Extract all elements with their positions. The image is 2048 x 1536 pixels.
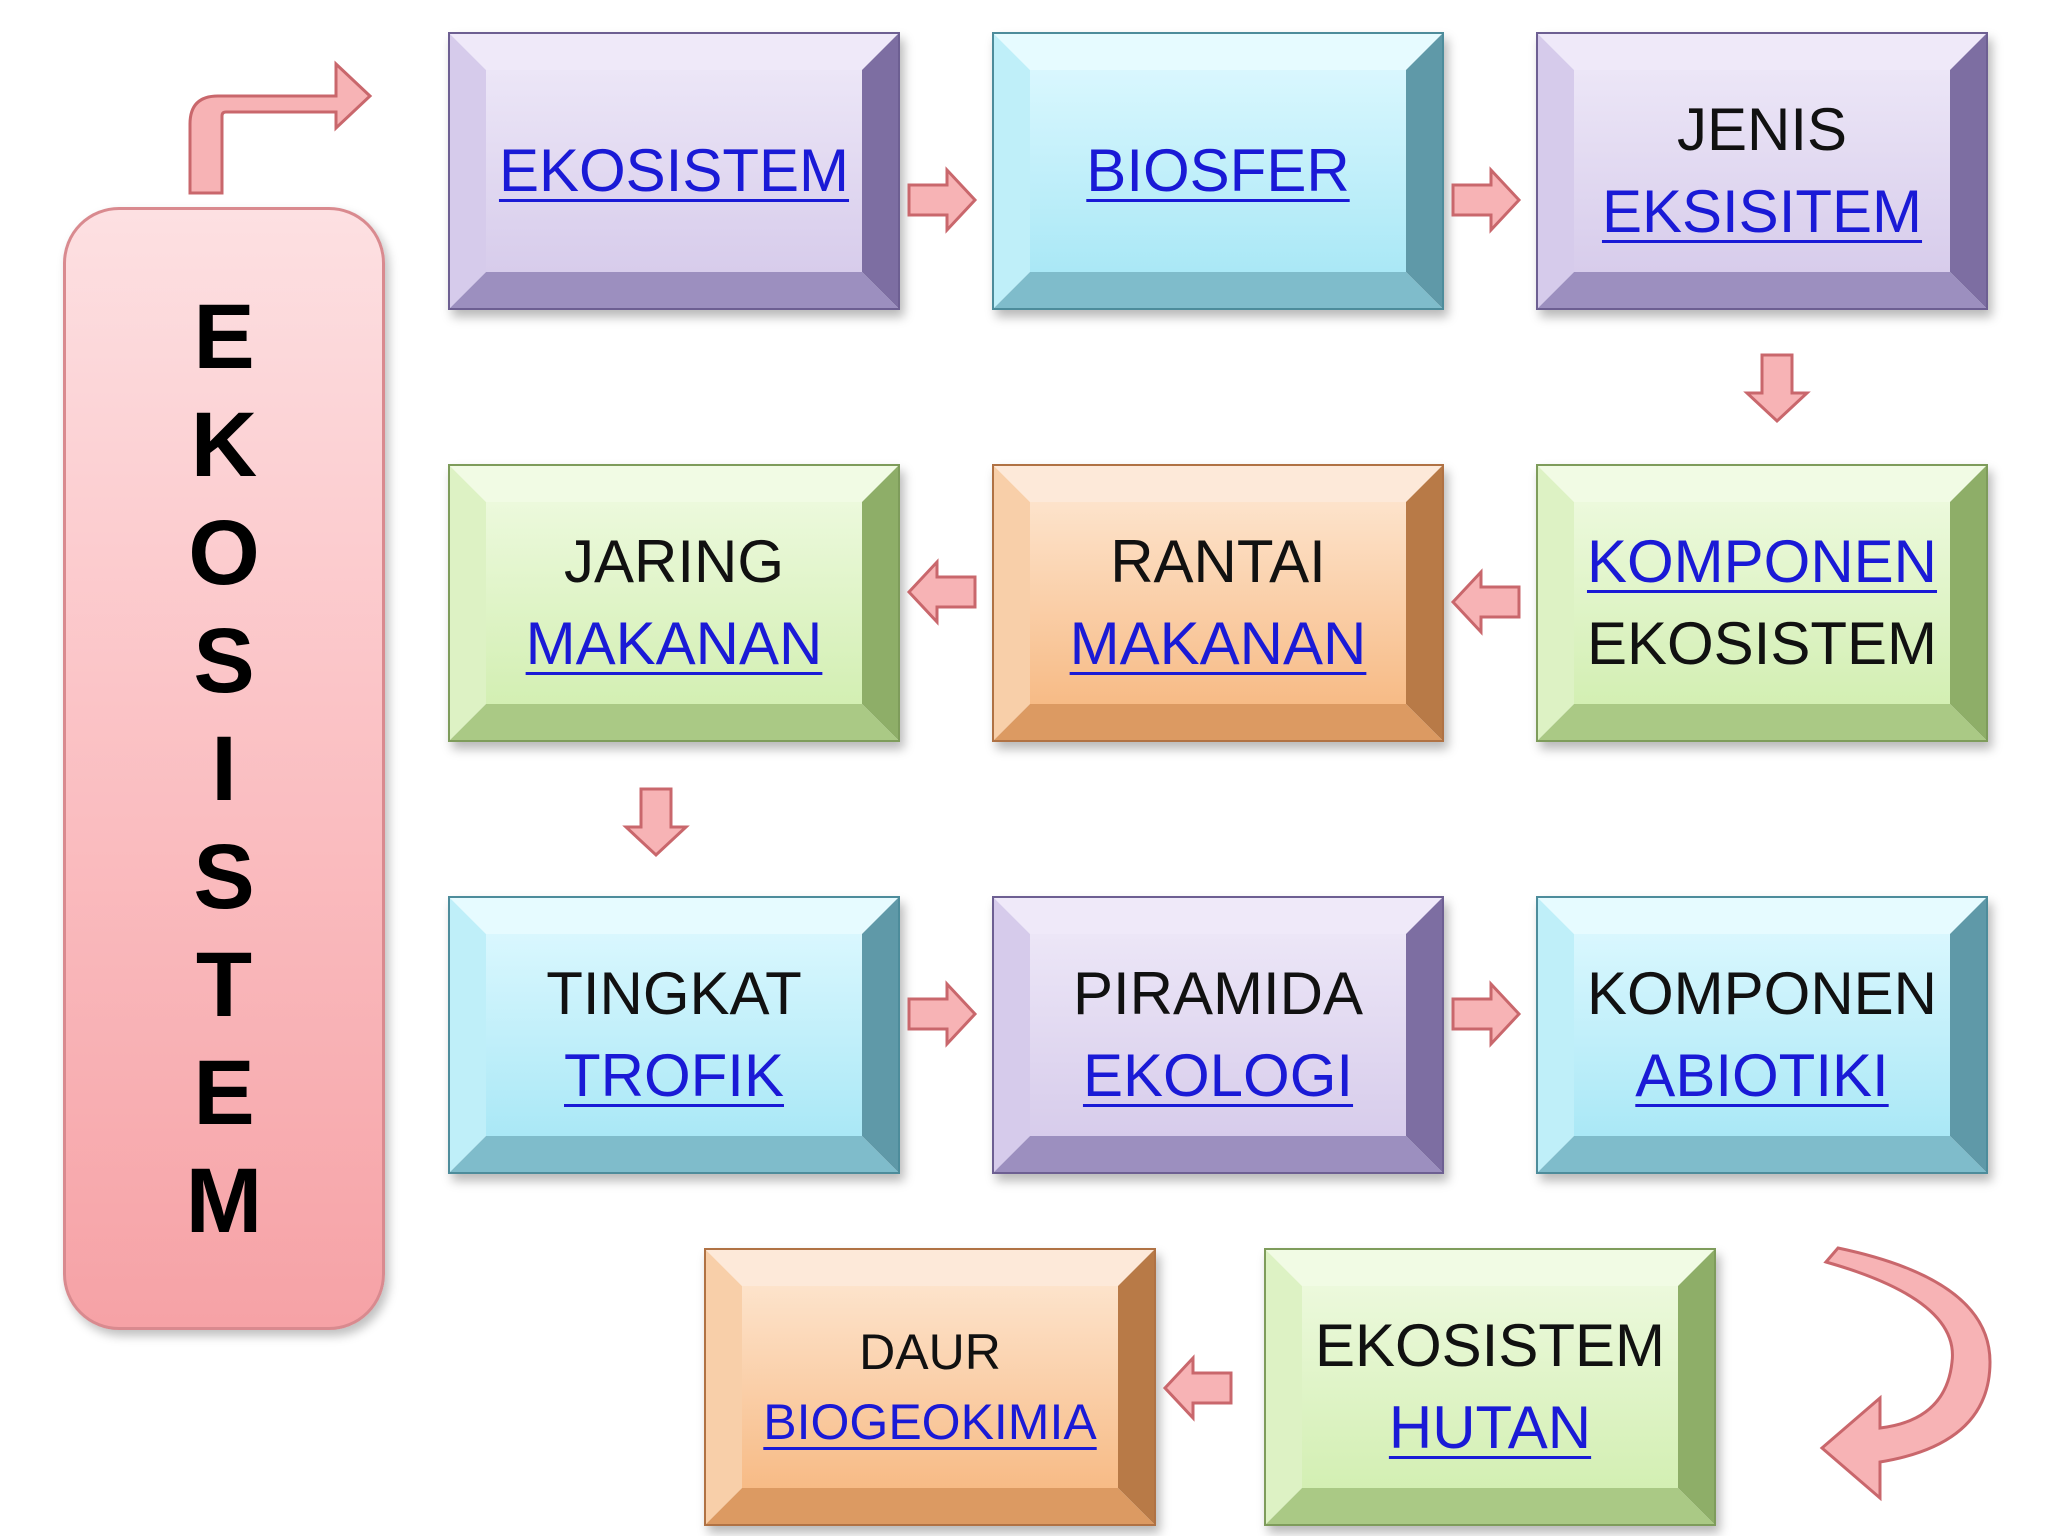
box-link[interactable]: EKOLOGI xyxy=(1082,1042,1354,1109)
box-link[interactable]: BIOGEOKIMIA xyxy=(763,1394,1097,1450)
box-face: TINGKAT TROFIK xyxy=(486,934,862,1136)
box-link[interactable]: HUTAN xyxy=(1388,1394,1592,1461)
box-link[interactable]: TROFIK xyxy=(564,1042,784,1109)
title-pillar: E K O S I S T E M xyxy=(63,207,385,1330)
box-link[interactable]: KOMPONEN xyxy=(1586,528,1938,595)
box-link[interactable]: BIOSFER xyxy=(1086,137,1350,204)
box-daur-biogeokimia: DAUR BIOGEOKIMIA xyxy=(704,1248,1156,1526)
box-face: BIOSFER xyxy=(1030,70,1406,272)
title-letter: I xyxy=(211,717,237,820)
box-komponen-abiotiki: KOMPONEN ABIOTIKI xyxy=(1536,896,1988,1174)
bent-arrow-icon xyxy=(188,60,373,195)
box-komponen-ekosistem: KOMPONEN EKOSISTEM xyxy=(1536,464,1988,742)
box-link[interactable]: EKSISITEM xyxy=(1601,178,1923,245)
box-face: JENIS EKSISITEM xyxy=(1574,70,1950,272)
box-face: JARING MAKANAN xyxy=(486,502,862,704)
arrow-right-icon xyxy=(907,166,978,234)
box-biosfer: BIOSFER xyxy=(992,32,1444,310)
box-link[interactable]: MAKANAN xyxy=(525,610,823,677)
title-letter: T xyxy=(195,933,253,1036)
arrow-left-icon xyxy=(1450,568,1521,636)
box-face: KOMPONEN EKOSISTEM xyxy=(1574,502,1950,704)
arrow-right-icon xyxy=(907,980,978,1048)
title-letter: E xyxy=(193,1041,255,1144)
title-letter: S xyxy=(193,609,255,712)
title-letter: S xyxy=(193,825,255,928)
box-label: EKOSISTEM xyxy=(1586,610,1938,677)
box-face: RANTAI MAKANAN xyxy=(1030,502,1406,704)
box-ekosistem-hutan: EKOSISTEM HUTAN xyxy=(1264,1248,1716,1526)
box-ekosistem: EKOSISTEM xyxy=(448,32,900,310)
box-face: PIRAMIDA EKOLOGI xyxy=(1030,934,1406,1136)
arrow-right-icon xyxy=(1451,166,1522,234)
box-jaring-makanan: JARING MAKANAN xyxy=(448,464,900,742)
box-label: PIRAMIDA xyxy=(1072,960,1364,1027)
title-letter: O xyxy=(188,501,260,604)
arrow-left-icon xyxy=(1162,1354,1233,1422)
box-link[interactable]: MAKANAN xyxy=(1069,610,1367,677)
box-tingkat-trofik: TINGKAT TROFIK xyxy=(448,896,900,1174)
title-letter: M xyxy=(185,1149,263,1252)
box-link[interactable]: ABIOTIKI xyxy=(1635,1042,1889,1109)
box-face: EKOSISTEM HUTAN xyxy=(1302,1286,1678,1488)
uturn-arrow-icon xyxy=(1819,1246,1992,1502)
box-piramida-ekologi: PIRAMIDA EKOLOGI xyxy=(992,896,1444,1174)
arrow-left-icon xyxy=(906,558,977,626)
arrow-down-icon xyxy=(622,787,690,858)
box-rantai-makanan: RANTAI MAKANAN xyxy=(992,464,1444,742)
box-jenis-eksisitem: JENIS EKSISITEM xyxy=(1536,32,1988,310)
box-label: DAUR xyxy=(859,1324,1001,1380)
box-link[interactable]: EKOSISTEM xyxy=(498,137,850,204)
box-label: RANTAI xyxy=(1110,528,1326,595)
title-letter: E xyxy=(193,285,255,388)
box-label: JARING xyxy=(563,528,785,595)
arrow-right-icon xyxy=(1451,980,1522,1048)
box-label: KOMPONEN xyxy=(1586,960,1938,1027)
box-label: TINGKAT xyxy=(546,960,802,1027)
arrow-down-icon xyxy=(1743,353,1811,424)
box-face: EKOSISTEM xyxy=(486,70,862,272)
box-face: KOMPONEN ABIOTIKI xyxy=(1574,934,1950,1136)
box-label: JENIS xyxy=(1676,96,1848,163)
box-face: DAUR BIOGEOKIMIA xyxy=(742,1286,1118,1488)
title-letter: K xyxy=(190,393,258,496)
box-label: EKOSISTEM xyxy=(1314,1312,1666,1379)
